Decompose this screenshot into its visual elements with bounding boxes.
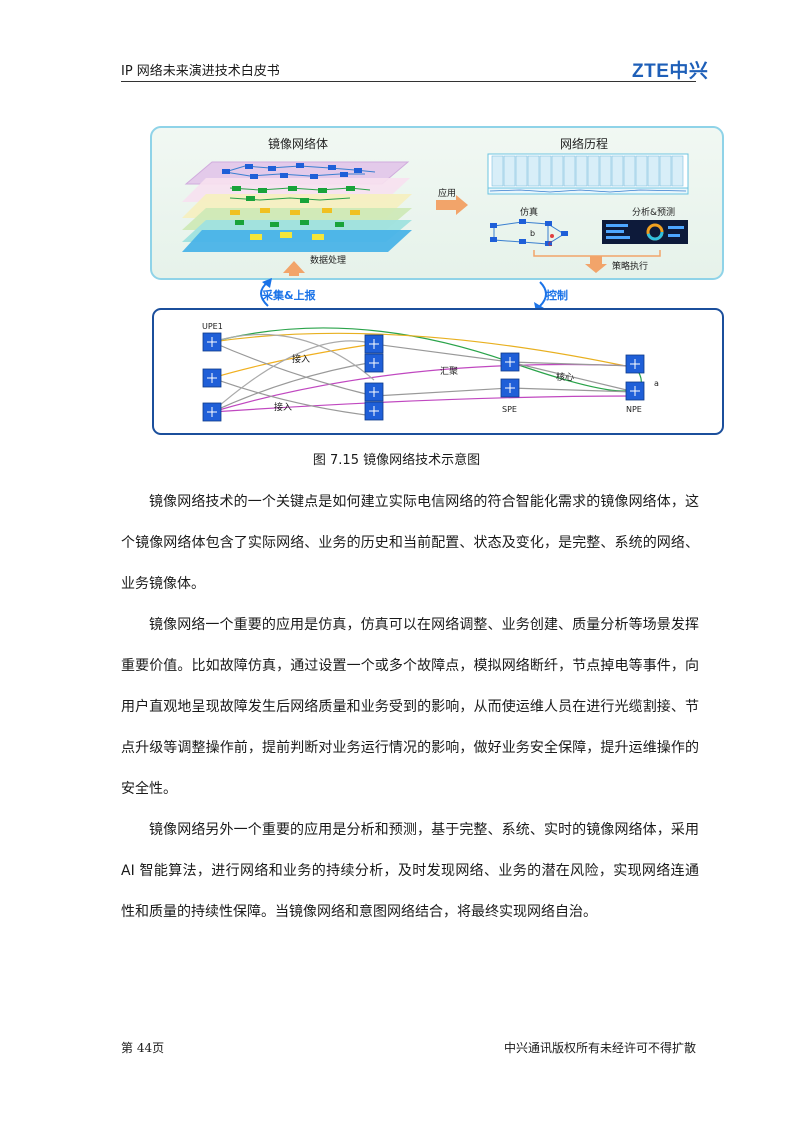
sim-label: 仿真 bbox=[520, 206, 538, 218]
arrow-up-icon bbox=[283, 261, 305, 276]
mirror-network-diagram: 镜像网络体 bbox=[150, 126, 724, 435]
paragraph: 镜像网络一个重要的应用是仿真，仿真可以在网络调整、业务创建、质量分析等场景发挥重… bbox=[121, 617, 699, 797]
spe-label: SPE bbox=[502, 405, 517, 414]
a-label: a bbox=[654, 379, 659, 388]
upe-label: UPE1 bbox=[202, 322, 223, 331]
sim-c-label: c bbox=[548, 239, 552, 248]
history-label: 网络历程 bbox=[560, 136, 608, 151]
control-label: 控制 bbox=[546, 288, 568, 302]
sim-graph bbox=[493, 221, 565, 245]
page-number: 第 44页 bbox=[121, 1041, 165, 1055]
history-strip bbox=[487, 153, 689, 195]
access-label-top: 接入 bbox=[292, 353, 310, 365]
data-label: 数据处理 bbox=[310, 254, 346, 266]
body-text: 镜像网络技术的一个关键点是如何建立实际电信网络的符合智能化需求的镜像网络体，这个… bbox=[121, 482, 699, 933]
npe-label: NPE bbox=[626, 405, 642, 414]
arrow-right-icon bbox=[436, 195, 468, 215]
access-label-bottom: 接入 bbox=[274, 401, 292, 413]
apply-label: 应用 bbox=[438, 187, 456, 199]
header-divider bbox=[121, 81, 696, 82]
control-arrow bbox=[539, 281, 547, 307]
copyright-notice: 中兴通讯版权所有未经许可不得扩散 bbox=[503, 1041, 696, 1055]
zte-logo: ZTE中兴 bbox=[632, 61, 709, 82]
arrow-down-icon bbox=[585, 256, 607, 273]
layer-stack bbox=[182, 161, 412, 252]
figure-caption: 图 7.15 镜像网络技术示意图 bbox=[312, 453, 481, 468]
aggregation-label: 汇聚 bbox=[440, 366, 458, 377]
header-title: IP 网络未来演进技术白皮书 bbox=[121, 64, 280, 79]
mirror-label: 镜像网络体 bbox=[268, 136, 328, 151]
policy-label: 策略执行 bbox=[612, 260, 648, 272]
network-links bbox=[211, 327, 642, 417]
paragraph: 镜像网络另外一个重要的应用是分析和预测，基于完整、系统、实时的镜像网络体，采用A… bbox=[121, 822, 699, 920]
analysis-label: 分析&预测 bbox=[632, 206, 675, 218]
paragraph: 镜像网络技术的一个关键点是如何建立实际电信网络的符合智能化需求的镜像网络体，这个… bbox=[121, 494, 699, 592]
collect-label: 采集&上报 bbox=[261, 288, 317, 302]
core-label: 核心 bbox=[556, 371, 574, 383]
sim-b-label: b bbox=[530, 229, 535, 238]
